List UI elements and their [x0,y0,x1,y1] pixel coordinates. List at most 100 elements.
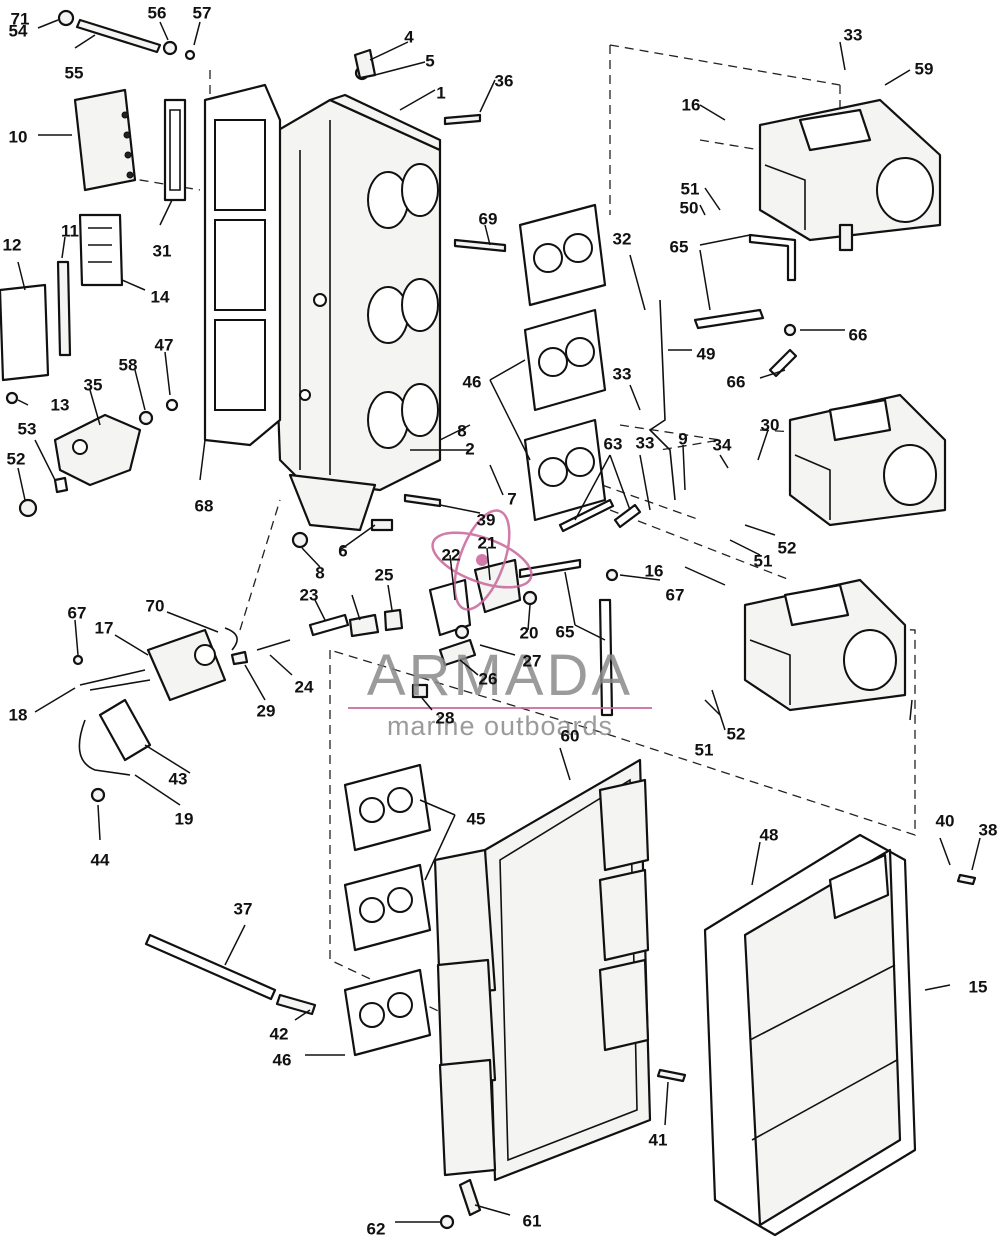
part-callout-34: 34 [713,435,732,454]
part-callout-37: 37 [234,899,253,918]
part-callout-41: 41 [649,1130,668,1149]
part-callout-65: 65 [556,622,575,641]
part-callout-28: 28 [436,708,455,727]
part-callout-68: 68 [195,496,214,515]
primer-solenoid [78,627,238,776]
part-callout-32: 32 [613,229,632,248]
part-callout-33: 33 [613,364,632,383]
part-callout-15: 15 [969,977,988,996]
part-callout-18: 18 [9,705,28,724]
part-callout-17: 17 [95,618,114,637]
part-callout-8: 8 [315,563,324,582]
part-callout-59: 59 [915,59,934,78]
part-callout-48: 48 [760,825,779,844]
part-callout-52: 52 [727,724,746,743]
part-callout-52: 52 [778,538,797,557]
adapter-plate [433,758,652,1217]
part-callout-46: 46 [273,1050,292,1069]
part-callout-53: 53 [18,419,37,438]
part-callout-9: 9 [678,429,687,448]
part-callout-1: 1 [436,83,445,102]
intake-manifold [268,93,442,532]
part-callout-47: 47 [155,335,174,354]
part-callout-33: 33 [844,25,863,44]
part-callout-19: 19 [175,809,194,828]
small-springs [230,608,404,666]
part-callout-11: 11 [61,221,79,240]
part-callout-38: 38 [979,820,998,839]
air-silencer [703,833,917,1237]
part-callout-50: 50 [680,198,699,217]
support-bracket [53,413,142,494]
part-callout-27: 27 [523,651,542,670]
part-callout-67: 67 [68,603,87,622]
part-callout-33: 33 [636,433,655,452]
part-callout-14: 14 [151,287,170,306]
part-callout-63: 63 [604,434,623,453]
part-callout-44: 44 [91,850,110,869]
manifold-gasket [203,83,282,447]
part-callout-25: 25 [375,565,394,584]
watermark-tagline: marine outboards [387,711,613,741]
part-callout-62: 62 [367,1219,386,1238]
part-callout-5: 5 [425,51,434,70]
carburetor-gaskets [518,203,607,522]
fuel-pump-assembly [411,558,538,699]
part-callout-23: 23 [300,585,319,604]
part-callout-66: 66 [727,372,746,391]
part-callout-61: 61 [523,1211,542,1230]
part-callout-40: 40 [936,811,955,830]
part-callout-16: 16 [682,95,701,114]
part-callout-55: 55 [65,63,84,82]
part-callout-24: 24 [295,677,314,696]
part-callout-30: 30 [761,415,780,434]
part-callout-35: 35 [84,375,103,394]
carburetor-top [758,98,942,252]
part-callout-4: 4 [404,27,414,46]
part-callout-13: 13 [51,395,70,414]
part-callout-42: 42 [270,1024,289,1043]
part-callout-31: 31 [153,241,172,260]
part-callout-71: 71 [11,9,30,28]
part-callout-6: 6 [338,541,347,560]
part-callout-39: 39 [477,510,496,529]
part-callout-51: 51 [754,551,773,570]
part-callout-57: 57 [193,3,212,22]
reed-valve-parts [0,88,187,382]
carburetor-middle [788,393,947,527]
part-callout-2: 2 [465,439,474,458]
part-callout-70: 70 [146,596,165,615]
carburetor-bottom [743,578,907,712]
part-callout-29: 29 [257,701,276,720]
part-callout-46: 46 [463,372,482,391]
part-callout-43: 43 [169,769,188,788]
part-callout-7: 7 [507,489,516,508]
part-callout-20: 20 [520,623,539,642]
armada-watermark: ARMADA marine outboards [348,509,652,741]
part-callout-69: 69 [479,209,498,228]
part-callout-51: 51 [681,179,700,198]
part-callout-21: 21 [478,533,497,552]
fasteners [5,9,977,1230]
part-callout-65: 65 [670,237,689,256]
part-callout-66: 66 [849,325,868,344]
part-callout-26: 26 [479,669,498,688]
part-callout-58: 58 [119,355,138,374]
part-callout-8: 8 [457,421,466,440]
part-callout-12: 12 [3,235,22,254]
part-callout-22: 22 [442,545,461,564]
part-callout-45: 45 [467,809,486,828]
watermark-brand: ARMADA [367,643,633,708]
part-callout-56: 56 [148,3,167,22]
part-callout-10: 10 [9,127,28,146]
part-callout-51: 51 [695,740,714,759]
adapter-gaskets [343,763,432,1057]
linkage-and-hoses [518,233,798,717]
tube-and-fitting [144,933,317,1016]
callout-leader-lines [17,19,981,1223]
part-callout-49: 49 [697,344,716,363]
part-callout-60: 60 [561,726,580,745]
part-callout-54: 54 [9,21,28,40]
